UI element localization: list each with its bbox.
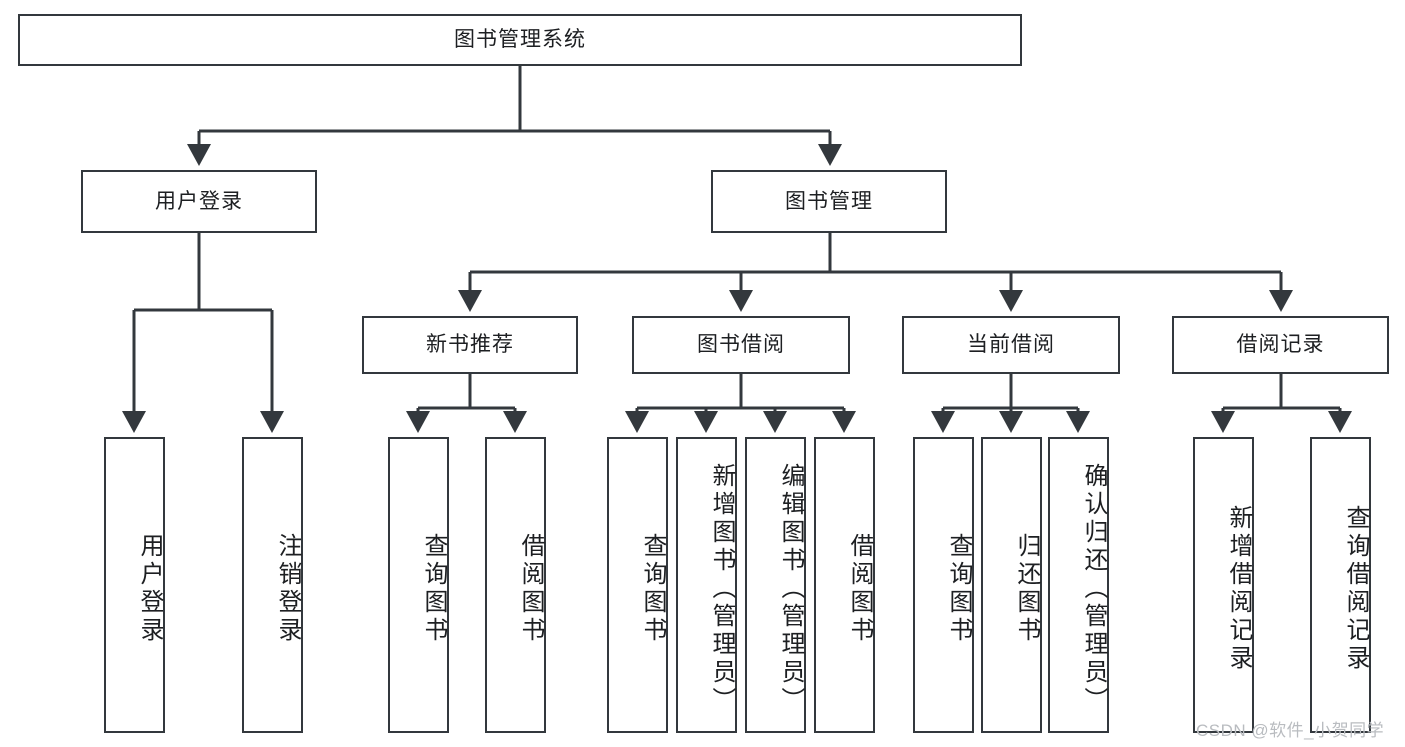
node-leaf-query-book-current-label: 查询图书 [945, 533, 972, 645]
node-leaf-user-login-label: 用户登录 [136, 533, 163, 645]
node-leaf-borrow-book-rec[interactable]: 借阅图书 [485, 437, 546, 733]
node-leaf-add-borrow-record[interactable]: 新增借阅记录 [1193, 437, 1254, 733]
node-leaf-confirm-return-admin-label: 确认归还（管理员） [1080, 463, 1107, 715]
node-leaf-edit-book-admin[interactable]: 编辑图书（管理员） [745, 437, 806, 733]
node-leaf-query-book-rec-label: 查询图书 [420, 533, 447, 645]
node-leaf-return-book-label: 归还图书 [1013, 533, 1040, 645]
node-leaf-return-book[interactable]: 归还图书 [981, 437, 1042, 733]
node-book-manage-label: 图书管理 [785, 189, 873, 213]
node-leaf-add-book-admin-label: 新增图书（管理员） [708, 463, 735, 715]
node-root-label: 图书管理系统 [454, 28, 586, 52]
node-leaf-add-borrow-record-label: 新增借阅记录 [1225, 505, 1252, 673]
node-leaf-borrow-book-label: 借阅图书 [846, 533, 873, 645]
node-leaf-query-book-borrow-label: 查询图书 [639, 533, 666, 645]
node-user-login-label: 用户登录 [155, 189, 243, 213]
node-leaf-confirm-return-admin[interactable]: 确认归还（管理员） [1048, 437, 1109, 733]
node-user-login[interactable]: 用户登录 [81, 170, 317, 233]
node-current-borrow[interactable]: 当前借阅 [902, 316, 1120, 374]
node-book-borrow[interactable]: 图书借阅 [632, 316, 850, 374]
node-leaf-query-borrow-record[interactable]: 查询借阅记录 [1310, 437, 1371, 733]
node-leaf-edit-book-admin-label: 编辑图书（管理员） [777, 463, 804, 715]
node-leaf-borrow-book[interactable]: 借阅图书 [814, 437, 875, 733]
node-leaf-add-book-admin[interactable]: 新增图书（管理员） [676, 437, 737, 733]
node-leaf-logout-login[interactable]: 注销登录 [242, 437, 303, 733]
node-leaf-query-borrow-record-label: 查询借阅记录 [1342, 505, 1369, 673]
node-borrow-record[interactable]: 借阅记录 [1172, 316, 1389, 374]
csdn-watermark: CSDN @软件_小贺同学 [1196, 721, 1385, 740]
node-leaf-query-book-current[interactable]: 查询图书 [913, 437, 974, 733]
node-new-book-recommend[interactable]: 新书推荐 [362, 316, 578, 374]
node-root[interactable]: 图书管理系统 [18, 14, 1022, 66]
node-current-borrow-label: 当前借阅 [967, 333, 1055, 357]
node-leaf-borrow-book-rec-label: 借阅图书 [517, 533, 544, 645]
node-leaf-query-book-rec[interactable]: 查询图书 [388, 437, 449, 733]
node-leaf-logout-login-label: 注销登录 [274, 533, 301, 645]
node-book-borrow-label: 图书借阅 [697, 333, 785, 357]
node-book-manage[interactable]: 图书管理 [711, 170, 947, 233]
node-leaf-query-book-borrow[interactable]: 查询图书 [607, 437, 668, 733]
node-leaf-user-login[interactable]: 用户登录 [104, 437, 165, 733]
node-borrow-record-label: 借阅记录 [1236, 333, 1325, 357]
node-new-book-recommend-label: 新书推荐 [426, 333, 514, 357]
